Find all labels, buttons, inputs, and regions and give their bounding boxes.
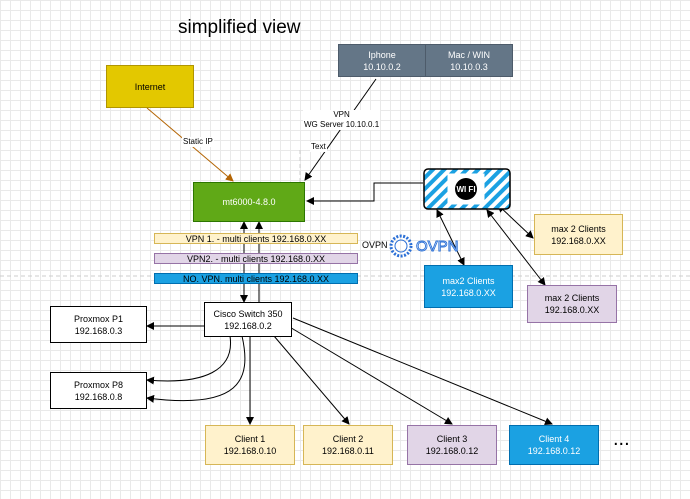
diagram-title: simplified view [178, 17, 301, 38]
internet-label: Internet [134, 81, 166, 92]
edge-switch-client3 [287, 325, 453, 425]
mac-win-ip: 10.10.0.3 [450, 61, 488, 72]
proxmox-p8-node[interactable]: Proxmox P8 192.168.0.8 [50, 372, 147, 409]
client-3-ip: 192.168.0.12 [425, 446, 479, 456]
text-label: Text [310, 142, 327, 152]
edge-switch-proxmox8 [146, 335, 232, 385]
switch-ip: 192.168.0.2 [224, 320, 272, 331]
edge-wifi-router [306, 182, 423, 205]
client-4-node[interactable]: Client 4 192.168.0.12 [509, 425, 599, 465]
edge-wifi-client-c [497, 204, 534, 239]
client-2-node[interactable]: Client 2 192.168.0.11 [303, 425, 393, 465]
wifi-client-node-2[interactable]: max 2 Clients 192.168.0.XX [527, 285, 617, 323]
client-4-ip: 192.168.0.12 [527, 446, 581, 456]
edge-wifi-client-b [486, 209, 546, 286]
iphone-name: Iphone [368, 49, 396, 60]
router-label: mt6000-4.8.0 [222, 197, 276, 207]
wifi-client-node-1[interactable]: max2 Clients 192.168.0.XX [424, 265, 513, 308]
proxmox-p1-node[interactable]: Proxmox P1 192.168.0.3 [50, 306, 147, 343]
iphone-node[interactable]: Iphone 10.10.0.2 [338, 44, 426, 77]
static-ip-label: Static IP [182, 137, 214, 147]
switch-node[interactable]: Cisco Switch 350 192.168.0.2 [204, 302, 292, 337]
client-3-node[interactable]: Client 3 192.168.0.12 [407, 425, 497, 465]
edge-wifi-client-a [436, 209, 465, 266]
wifi-client-1-ip: 192.168.0.XX [441, 287, 496, 298]
vpn-edge-label: VPN WG Server 10.10.0.1 [303, 110, 381, 130]
wifi-icon-label: WI FI [456, 185, 475, 194]
proxmox-p1-name: Proxmox P1 [73, 313, 124, 324]
switch-name: Cisco Switch 350 [213, 308, 283, 319]
client-2-ip: 192.168.0.11 [322, 446, 374, 456]
wifi-client-2-name: max 2 Clients [544, 293, 600, 303]
wifi-client-2-ip: 192.168.0.XX [544, 305, 600, 315]
ovpn-logo-text: OVPN [416, 238, 459, 255]
ovpn-logo-ring [389, 234, 413, 258]
vpn-label: VPN [333, 110, 350, 119]
proxmox-p8-name: Proxmox P8 [73, 379, 124, 390]
ovpn-text-label: OVPN [362, 240, 388, 250]
internet-node[interactable]: Internet [106, 65, 194, 108]
vpn1-band: VPN 1. - multi clients 192.168.0.XX [154, 233, 358, 244]
client-3-name: Client 3 [436, 434, 468, 444]
ovpn-logo-inner-ring [394, 239, 408, 253]
wifi-icon [455, 178, 477, 200]
vpn2-band: VPN2. - multi clients 192.168.0.XX [154, 253, 358, 264]
edge-switch-proxmox8-b [146, 335, 246, 403]
wifi-client-3-name: max 2 Clients [551, 223, 606, 234]
mac-win-node[interactable]: Mac / WIN 10.10.0.3 [425, 44, 513, 77]
client-4-name: Client 4 [538, 434, 570, 444]
client-1-node[interactable]: Client 1 192.168.0.10 [205, 425, 295, 465]
novpn-band: NO. VPN. multi clients 192.168.0.XX [154, 273, 358, 284]
iphone-ip: 10.10.0.2 [363, 61, 401, 72]
ovpn-logo: OVPN [389, 234, 459, 258]
more-ellipsis: ... [613, 428, 630, 450]
wg-server-label: WG Server 10.10.0.1 [304, 120, 380, 129]
wifi-client-3-ip: 192.168.0.XX [551, 235, 606, 246]
edge-switch-client4 [292, 317, 553, 426]
client-2-name: Client 2 [332, 434, 364, 444]
proxmox-p8-ip: 192.168.0.8 [74, 391, 123, 402]
router-node[interactable]: mt6000-4.8.0 [193, 182, 305, 222]
client-1-ip: 192.168.0.10 [223, 446, 277, 456]
wifi-client-node-3[interactable]: max 2 Clients 192.168.0.XX [534, 214, 623, 255]
edge-switch-client2 [273, 335, 350, 425]
proxmox-p1-ip: 192.168.0.3 [74, 325, 123, 336]
mac-win-name: Mac / WIN [448, 49, 490, 60]
client-1-name: Client 1 [234, 434, 266, 444]
wifi-client-1-name: max2 Clients [442, 275, 495, 286]
